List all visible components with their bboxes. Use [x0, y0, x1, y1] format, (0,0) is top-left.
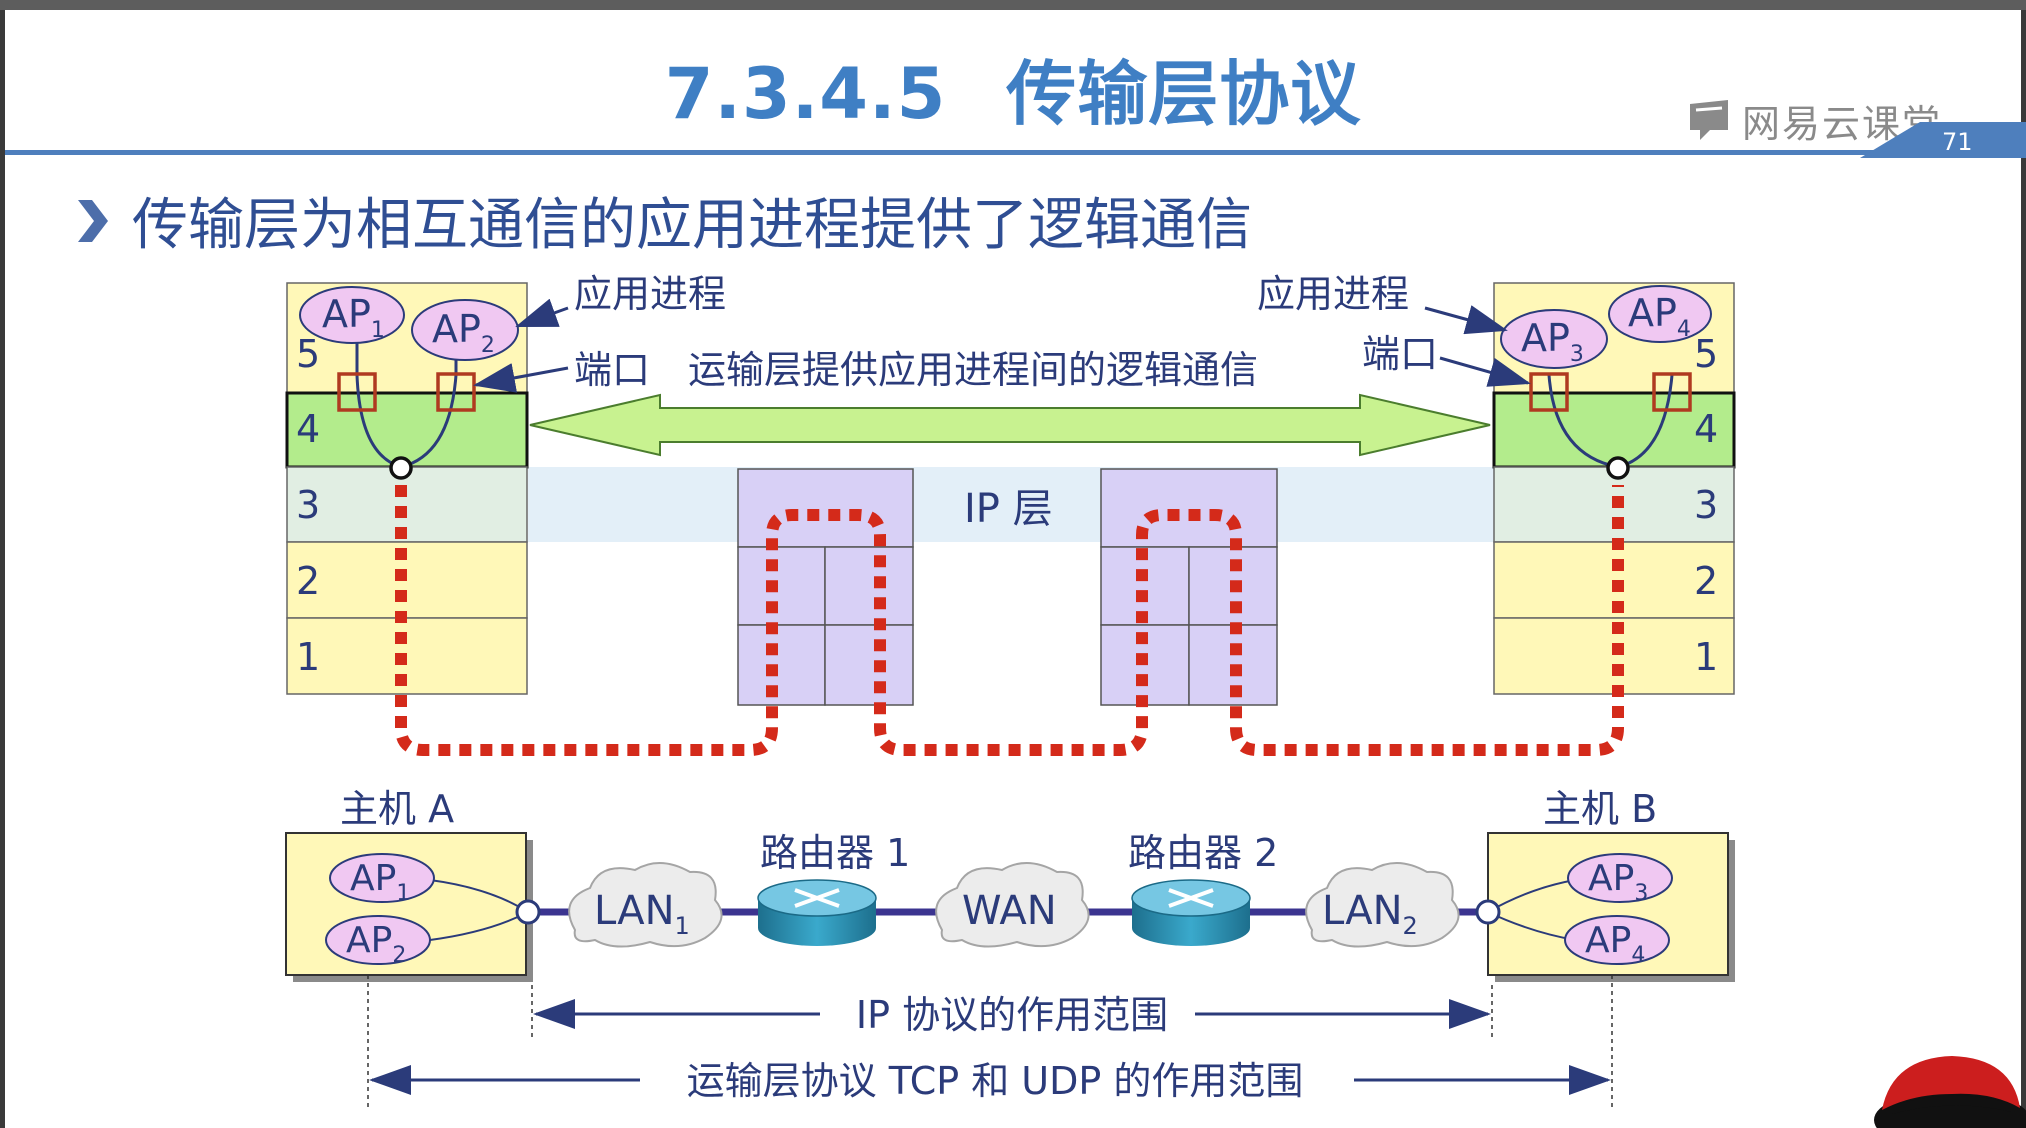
top-ap-1: AP1 [299, 286, 405, 344]
logical-communication-arrow [529, 393, 1491, 457]
lan-1-base: LAN [594, 888, 675, 934]
communication-path [395, 485, 1624, 756]
layer-label-1-right: 1 [1694, 635, 1718, 679]
router-1-icon [757, 879, 877, 946]
host-b-port-node [1475, 899, 1501, 925]
page-number: 71 [1942, 128, 1973, 156]
ip-layer-band [528, 467, 1494, 542]
port-square-right-2 [1652, 372, 1692, 412]
svg-text:AP4: AP4 [1585, 920, 1645, 968]
top-ap-3-sub: 3 [1570, 342, 1584, 367]
layer-label-4-right: 4 [1694, 407, 1718, 451]
svg-text:AP2: AP2 [432, 307, 495, 358]
lan-2-cloud: LAN2 [1305, 862, 1460, 948]
host-a-ap-2-sub: 2 [392, 943, 406, 968]
svg-text:LAN1: LAN1 [594, 888, 690, 940]
transport-node-right [1606, 456, 1630, 480]
transport-node-left [389, 456, 413, 480]
top-frame-bar [0, 0, 2026, 10]
top-ap-1-base: AP [322, 292, 371, 336]
lan-2-base: LAN [1322, 888, 1403, 934]
host-b-ap-4-sub: 4 [1631, 943, 1645, 968]
layer-label-5-right: 5 [1694, 332, 1718, 376]
host-b-ap-3-base: AP [1588, 858, 1634, 899]
svg-text:AP1: AP1 [322, 292, 385, 343]
app-process-label-right: 应用进程 [1257, 272, 1409, 316]
svg-text:AP1: AP1 [350, 858, 410, 906]
host-a-port-node [515, 899, 541, 925]
app-process-arrow-right [1424, 305, 1508, 335]
lan-1-cloud: LAN1 [568, 862, 723, 948]
slide-title: 7.3.4.5 传输层协议 [0, 38, 2026, 139]
title-number: 7.3.4.5 [664, 53, 947, 135]
top-ap-2: AP2 [411, 299, 519, 361]
logical-communication-label: 运输层提供应用进程间的逻辑通信 [688, 348, 1258, 392]
host-a-ap-1: AP1 [329, 853, 435, 906]
ip-layer-label: IP 层 [964, 486, 1053, 532]
corner-accent [1860, 122, 2026, 158]
host-b-label: 主机 B [1543, 787, 1657, 831]
wan-label: WAN [962, 888, 1057, 934]
layer-label-1-left: 1 [296, 635, 320, 679]
router-2-label: 路由器 2 [1128, 831, 1278, 875]
layer-label-3-left: 3 [296, 483, 320, 527]
router-1-stack [737, 468, 914, 706]
top-ap-4-base: AP [1628, 291, 1677, 335]
svg-text:LAN2: LAN2 [1322, 888, 1418, 940]
router-2-stack [1100, 468, 1278, 706]
port-label-right: 端口 [1362, 332, 1438, 376]
transport-scope-label: 运输层协议 TCP 和 UDP 的作用范围 [687, 1059, 1304, 1103]
top-ap-3-base: AP [1521, 316, 1570, 360]
netease-cloud-classroom-icon [1690, 100, 1728, 140]
host-b-ap-4-base: AP [1585, 920, 1631, 961]
layer-label-2-right: 2 [1694, 559, 1718, 603]
top-ap-3: AP3 [1500, 309, 1608, 369]
svg-text:AP2: AP2 [346, 920, 406, 968]
bullet-row: 传输层为相互通信的应用进程提供了逻辑通信 [74, 180, 1252, 261]
layer-label-4-left: 4 [296, 407, 320, 451]
layer-label-3-right: 3 [1694, 483, 1718, 527]
host-b-ap-3-sub: 3 [1634, 881, 1648, 906]
ip-scope-label: IP 协议的作用范围 [856, 993, 1168, 1037]
bullet-text: 传输层为相互通信的应用进程提供了逻辑通信 [132, 193, 1252, 258]
top-ap-4: AP4 [1608, 285, 1712, 343]
wan-cloud: WAN [935, 862, 1090, 948]
svg-text:AP4: AP4 [1628, 291, 1691, 342]
layer-label-5-left: 5 [296, 332, 320, 376]
port-square-right-1 [1529, 372, 1569, 412]
host-a-ap-1-sub: 1 [396, 881, 410, 906]
router-2-icon [1131, 879, 1251, 946]
router-1-label: 路由器 1 [760, 831, 910, 875]
host-a-ap-2: AP2 [325, 915, 431, 968]
layer-label-2-left: 2 [296, 559, 320, 603]
lan-1-sub: 1 [675, 912, 690, 940]
port-arrow-right [1439, 356, 1531, 387]
host-b-ap-3: AP3 [1567, 853, 1673, 906]
left-frame-bar [0, 10, 5, 1128]
host-a-ap-2-base: AP [346, 920, 392, 961]
host-a-label: 主机 A [340, 787, 454, 831]
title-underline [5, 150, 2021, 155]
port-square-left-1 [337, 372, 377, 412]
top-ap-2-base: AP [432, 307, 481, 351]
svg-text:AP3: AP3 [1521, 316, 1584, 367]
lan-2-sub: 2 [1403, 912, 1418, 940]
top-ap-4-sub: 4 [1677, 317, 1691, 342]
red-hat-icon [1874, 1056, 2026, 1128]
top-ap-2-sub: 2 [481, 333, 495, 358]
app-process-label-left: 应用进程 [574, 272, 726, 316]
host-a-ap-1-base: AP [350, 858, 396, 899]
chevron-right-icon [78, 199, 108, 242]
host-b-ap-4: AP4 [1564, 915, 1670, 968]
port-arrow-left [473, 363, 569, 393]
app-process-arrow-left [515, 298, 569, 328]
right-frame-bar [2021, 10, 2026, 1128]
title-text: 传输层协议 [1006, 53, 1362, 135]
svg-text:AP3: AP3 [1588, 858, 1648, 906]
top-ap-1-sub: 1 [371, 318, 385, 343]
port-label-left: 端口 [574, 348, 650, 392]
